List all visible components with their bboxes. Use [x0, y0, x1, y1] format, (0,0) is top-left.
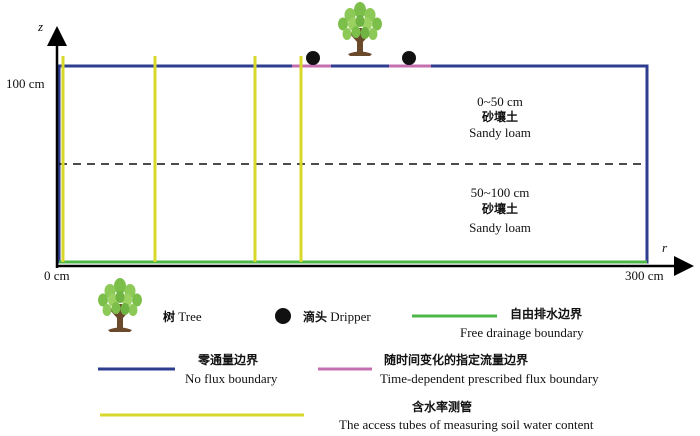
layer-bottom-soil-en: Sandy loam: [469, 220, 531, 235]
legend-access-tube-en: The access tubes of measuring soil water…: [339, 417, 594, 432]
legend-no-flux-en: No flux boundary: [185, 371, 278, 386]
origin-label: 0 cm: [44, 268, 70, 283]
z-axis-label: z: [38, 19, 44, 34]
legend-tree-label: 树 Tree: [163, 310, 202, 323]
legend-tree-icon: [98, 278, 142, 332]
dripper-icon: [402, 51, 416, 65]
layer-top-soil-cn: 砂壤土: [481, 110, 518, 124]
legend-free-drainage-en: Free drainage boundary: [460, 325, 584, 340]
layer-bottom-soil-cn: 砂壤土: [481, 202, 518, 216]
r-tick-300cm: 300 cm: [625, 268, 664, 283]
legend-access-tube-cn: 含水率测管: [412, 400, 473, 414]
z-tick-100cm: 100 cm: [6, 76, 45, 91]
legend-no-flux-cn: 零通量边界: [198, 353, 259, 367]
legend-free-drainage-cn: 自由排水边界: [510, 307, 583, 321]
legend-tree-en: Tree: [178, 309, 202, 324]
dripper-icon: [306, 51, 320, 65]
legend-dripper-icon: [275, 308, 291, 324]
legend-dripper-cn: 滴头: [303, 310, 328, 324]
layer-bottom-range: 50~100 cm: [470, 185, 530, 200]
legend-dripper-label: 滴头 Dripper: [303, 310, 371, 323]
layer-top-range: 0~50 cm: [477, 94, 523, 109]
legend-dripper-en: Dripper: [330, 309, 371, 324]
legend-flux-cn: 随时间变化的指定流量边界: [384, 353, 529, 367]
r-axis-label: r: [662, 240, 668, 255]
tree-icon: [338, 2, 382, 56]
legend-flux-en: Time-dependent prescribed flux boundary: [380, 371, 599, 386]
legend-tree-cn: 树: [163, 310, 176, 324]
layer-top-soil-en: Sandy loam: [469, 125, 531, 140]
